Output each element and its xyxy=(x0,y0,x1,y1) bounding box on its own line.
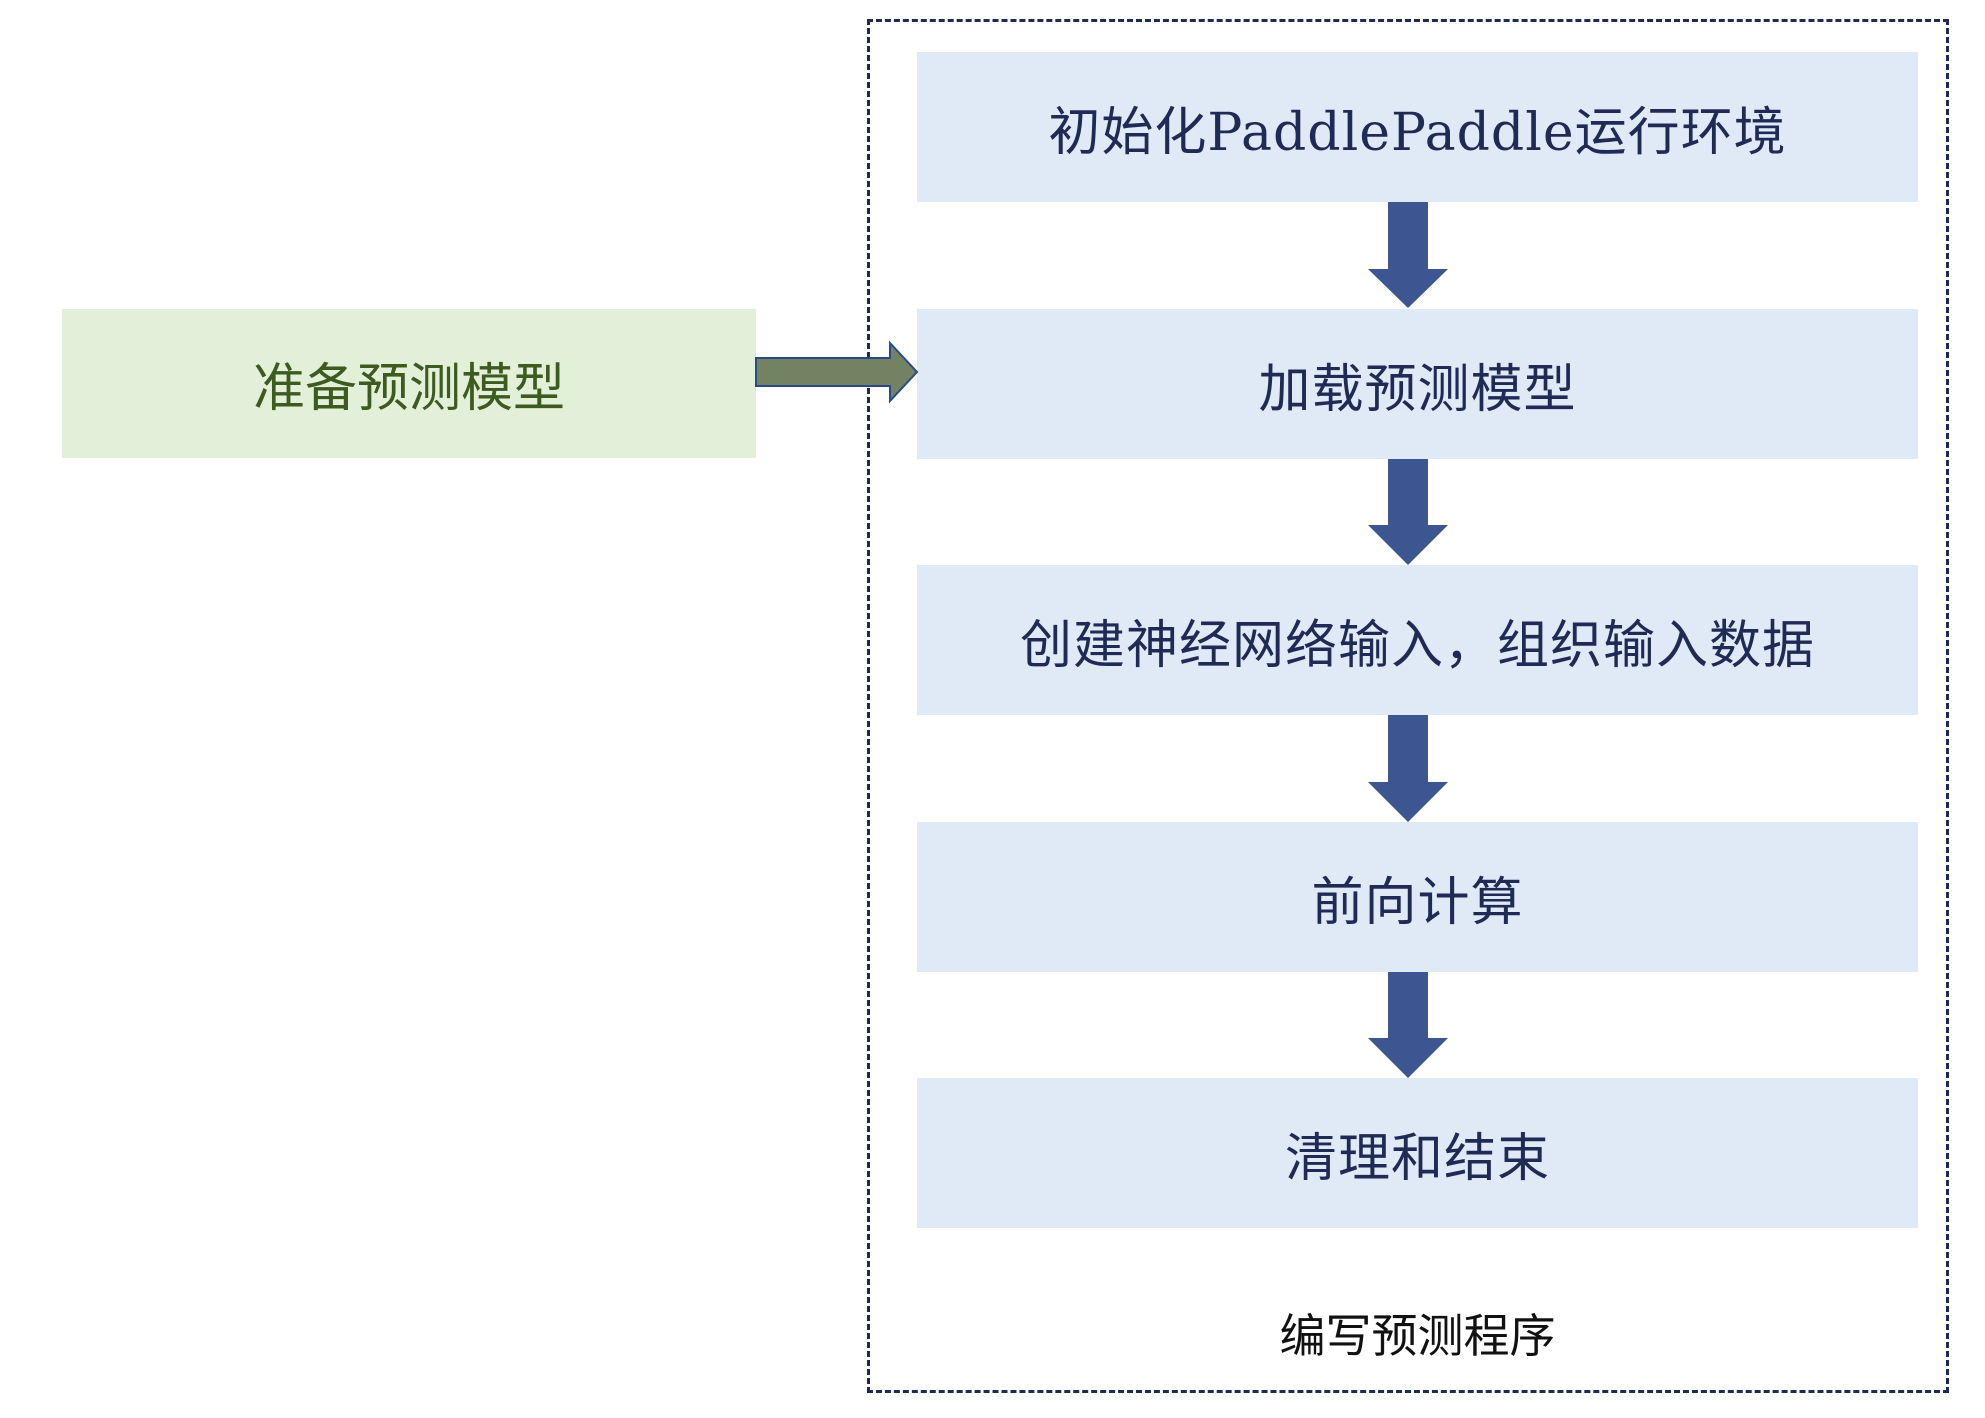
step-forward-compute: 前向计算 xyxy=(917,822,1918,972)
step-load-model: 加载预测模型 xyxy=(917,309,1918,459)
step-label: 初始化PaddlePaddle运行环境 xyxy=(1048,102,1787,163)
step-init-environment: 初始化PaddlePaddle运行环境 xyxy=(917,52,1918,202)
down-arrow-2 xyxy=(1368,459,1448,565)
program-group-frame xyxy=(867,19,1949,1393)
step-create-input: 创建神经网络输入，组织输入数据 xyxy=(917,565,1918,715)
prepare-model-label: 准备预测模型 xyxy=(252,359,565,419)
down-arrow-1 xyxy=(1368,202,1448,308)
prepare-model-box: 准备预测模型 xyxy=(62,309,756,458)
step-cleanup: 清理和结束 xyxy=(917,1078,1918,1228)
down-arrow-3 xyxy=(1368,715,1448,822)
down-arrow-4 xyxy=(1368,972,1448,1078)
program-group-caption: 编写预测程序 xyxy=(1279,1309,1556,1363)
step-label: 加载预测模型 xyxy=(1258,359,1577,420)
right-arrow xyxy=(755,340,919,404)
step-label: 前向计算 xyxy=(1311,872,1524,933)
step-label: 清理和结束 xyxy=(1284,1128,1550,1189)
step-label: 创建神经网络输入，组织输入数据 xyxy=(1019,615,1815,676)
